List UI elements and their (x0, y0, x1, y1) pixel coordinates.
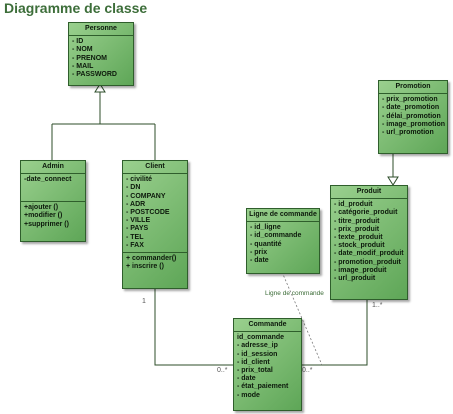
class-name: Personne (69, 23, 133, 37)
class-produit: Produit - id_produit - catégorie_produit… (330, 185, 408, 300)
class-admin: Admin -date_connect +ajouter () +modifie… (20, 160, 86, 242)
attribute: - prix_produit (334, 225, 380, 233)
class-ligne-de-commande: Ligne de commande - id_ligne - id_comman… (246, 208, 320, 274)
multiplicity-commande-produit: 0..* (302, 367, 313, 374)
generalization-personne (51, 83, 156, 160)
class-name: Promotion (379, 81, 447, 95)
attribute: - civilité (126, 176, 153, 184)
operation: + commander() (126, 255, 177, 263)
attribute: - date (250, 257, 269, 265)
attribute: - url_produit (334, 275, 376, 283)
class-name: Admin (21, 161, 85, 175)
attribute: - id_produit (334, 201, 373, 209)
attribute: - MAIL (72, 62, 94, 70)
class-commande: Commande id_commande - adresse_ip - id_s… (233, 318, 302, 411)
attribute: - stock_produit (334, 242, 385, 250)
attribute: - POSTCODE (126, 209, 170, 217)
attribute: - DN (126, 184, 141, 192)
attribute: id_commande (237, 334, 285, 342)
attribute: - adresse_ip (237, 342, 278, 350)
attribute: - prix_promotion (382, 96, 438, 104)
association-client-commande (154, 287, 233, 366)
attribute: - TEL (126, 233, 144, 241)
attribute: - COMPANY (126, 192, 166, 200)
attribute: - PASSWORD (72, 71, 117, 79)
class-name: Client (123, 161, 187, 175)
attribute: - promotion_produit (334, 258, 401, 266)
attributes: - prix_promotion - date_promotion - déla… (379, 94, 447, 139)
attribute: - prix_total (237, 367, 273, 375)
attribute: - ID (72, 38, 84, 46)
attribute: - id_commande (250, 232, 302, 240)
attribute: - VILLE (126, 217, 151, 225)
attribute: - image_promotion (382, 120, 446, 128)
diagram-title: Diagramme de classe (4, 0, 148, 16)
association-class-link (281, 271, 323, 366)
attribute: - catégorie_produit (334, 209, 398, 217)
attribute: - PRENOM (72, 54, 107, 62)
class-client: Client - civilité - DN - COMPANY - ADR -… (122, 160, 188, 289)
attribute: - prix (250, 248, 268, 256)
class-promotion: Promotion - prix_promotion - date_promot… (378, 80, 448, 154)
operation: + inscrire () (126, 263, 164, 271)
operation: +ajouter () (24, 204, 59, 212)
attributes: - civilité - DN - COMPANY - ADR - POSTCO… (123, 174, 187, 252)
attributes: id_commande - adresse_ip - id_session - … (234, 332, 301, 402)
attribute: - id_ligne (250, 224, 281, 232)
attribute: - mode (237, 391, 260, 399)
multiplicity-produit: 1..* (372, 302, 383, 309)
attribute: - date (237, 375, 256, 383)
class-name: Produit (331, 186, 407, 200)
attribute: - image_produit (334, 266, 387, 274)
operations: + commander() + inscrire () (123, 252, 187, 273)
association-label: Ligne de commande (265, 290, 324, 297)
attribute: - NOM (72, 46, 93, 54)
attribute: - FAX (126, 241, 144, 249)
attribute: - date_promotion (382, 104, 440, 112)
generalization-promotion (387, 152, 399, 186)
multiplicity-commande-client: 0..* (217, 367, 228, 374)
attribute: - date_modif_produit (334, 250, 404, 258)
attribute: - état_paiement (237, 383, 289, 391)
class-name: Commande (234, 319, 301, 333)
attributes: - id_produit - catégorie_produit - titre… (331, 199, 407, 285)
class-personne: Personne - ID - NOM - PRENOM - MAIL - PA… (68, 22, 134, 86)
attribute: - PAYS (126, 225, 149, 233)
operation: +modifier () (24, 212, 63, 220)
association-commande-produit (300, 300, 368, 366)
attributes: - id_ligne - id_commande - quantité - pr… (247, 222, 319, 267)
attribute: - ADR (126, 200, 146, 208)
attributes: -date_connect (21, 174, 85, 201)
attribute: - titre_produit (334, 217, 380, 225)
attribute: - id_client (237, 358, 270, 366)
attributes: - ID - NOM - PRENOM - MAIL - PASSWORD (69, 36, 133, 81)
attribute: - texte_produit (334, 234, 383, 242)
attribute: - délai_promotion (382, 112, 441, 120)
attribute: - quantité (250, 240, 282, 248)
attribute: - url_promotion (382, 129, 434, 137)
attribute: -date_connect (24, 176, 72, 184)
operations: +ajouter () +modifier () +supprimer () (21, 201, 85, 231)
attribute: - id_session (237, 350, 278, 358)
class-name: Ligne de commande (247, 209, 319, 223)
multiplicity-client: 1 (142, 298, 146, 305)
operation: +supprimer () (24, 220, 69, 228)
